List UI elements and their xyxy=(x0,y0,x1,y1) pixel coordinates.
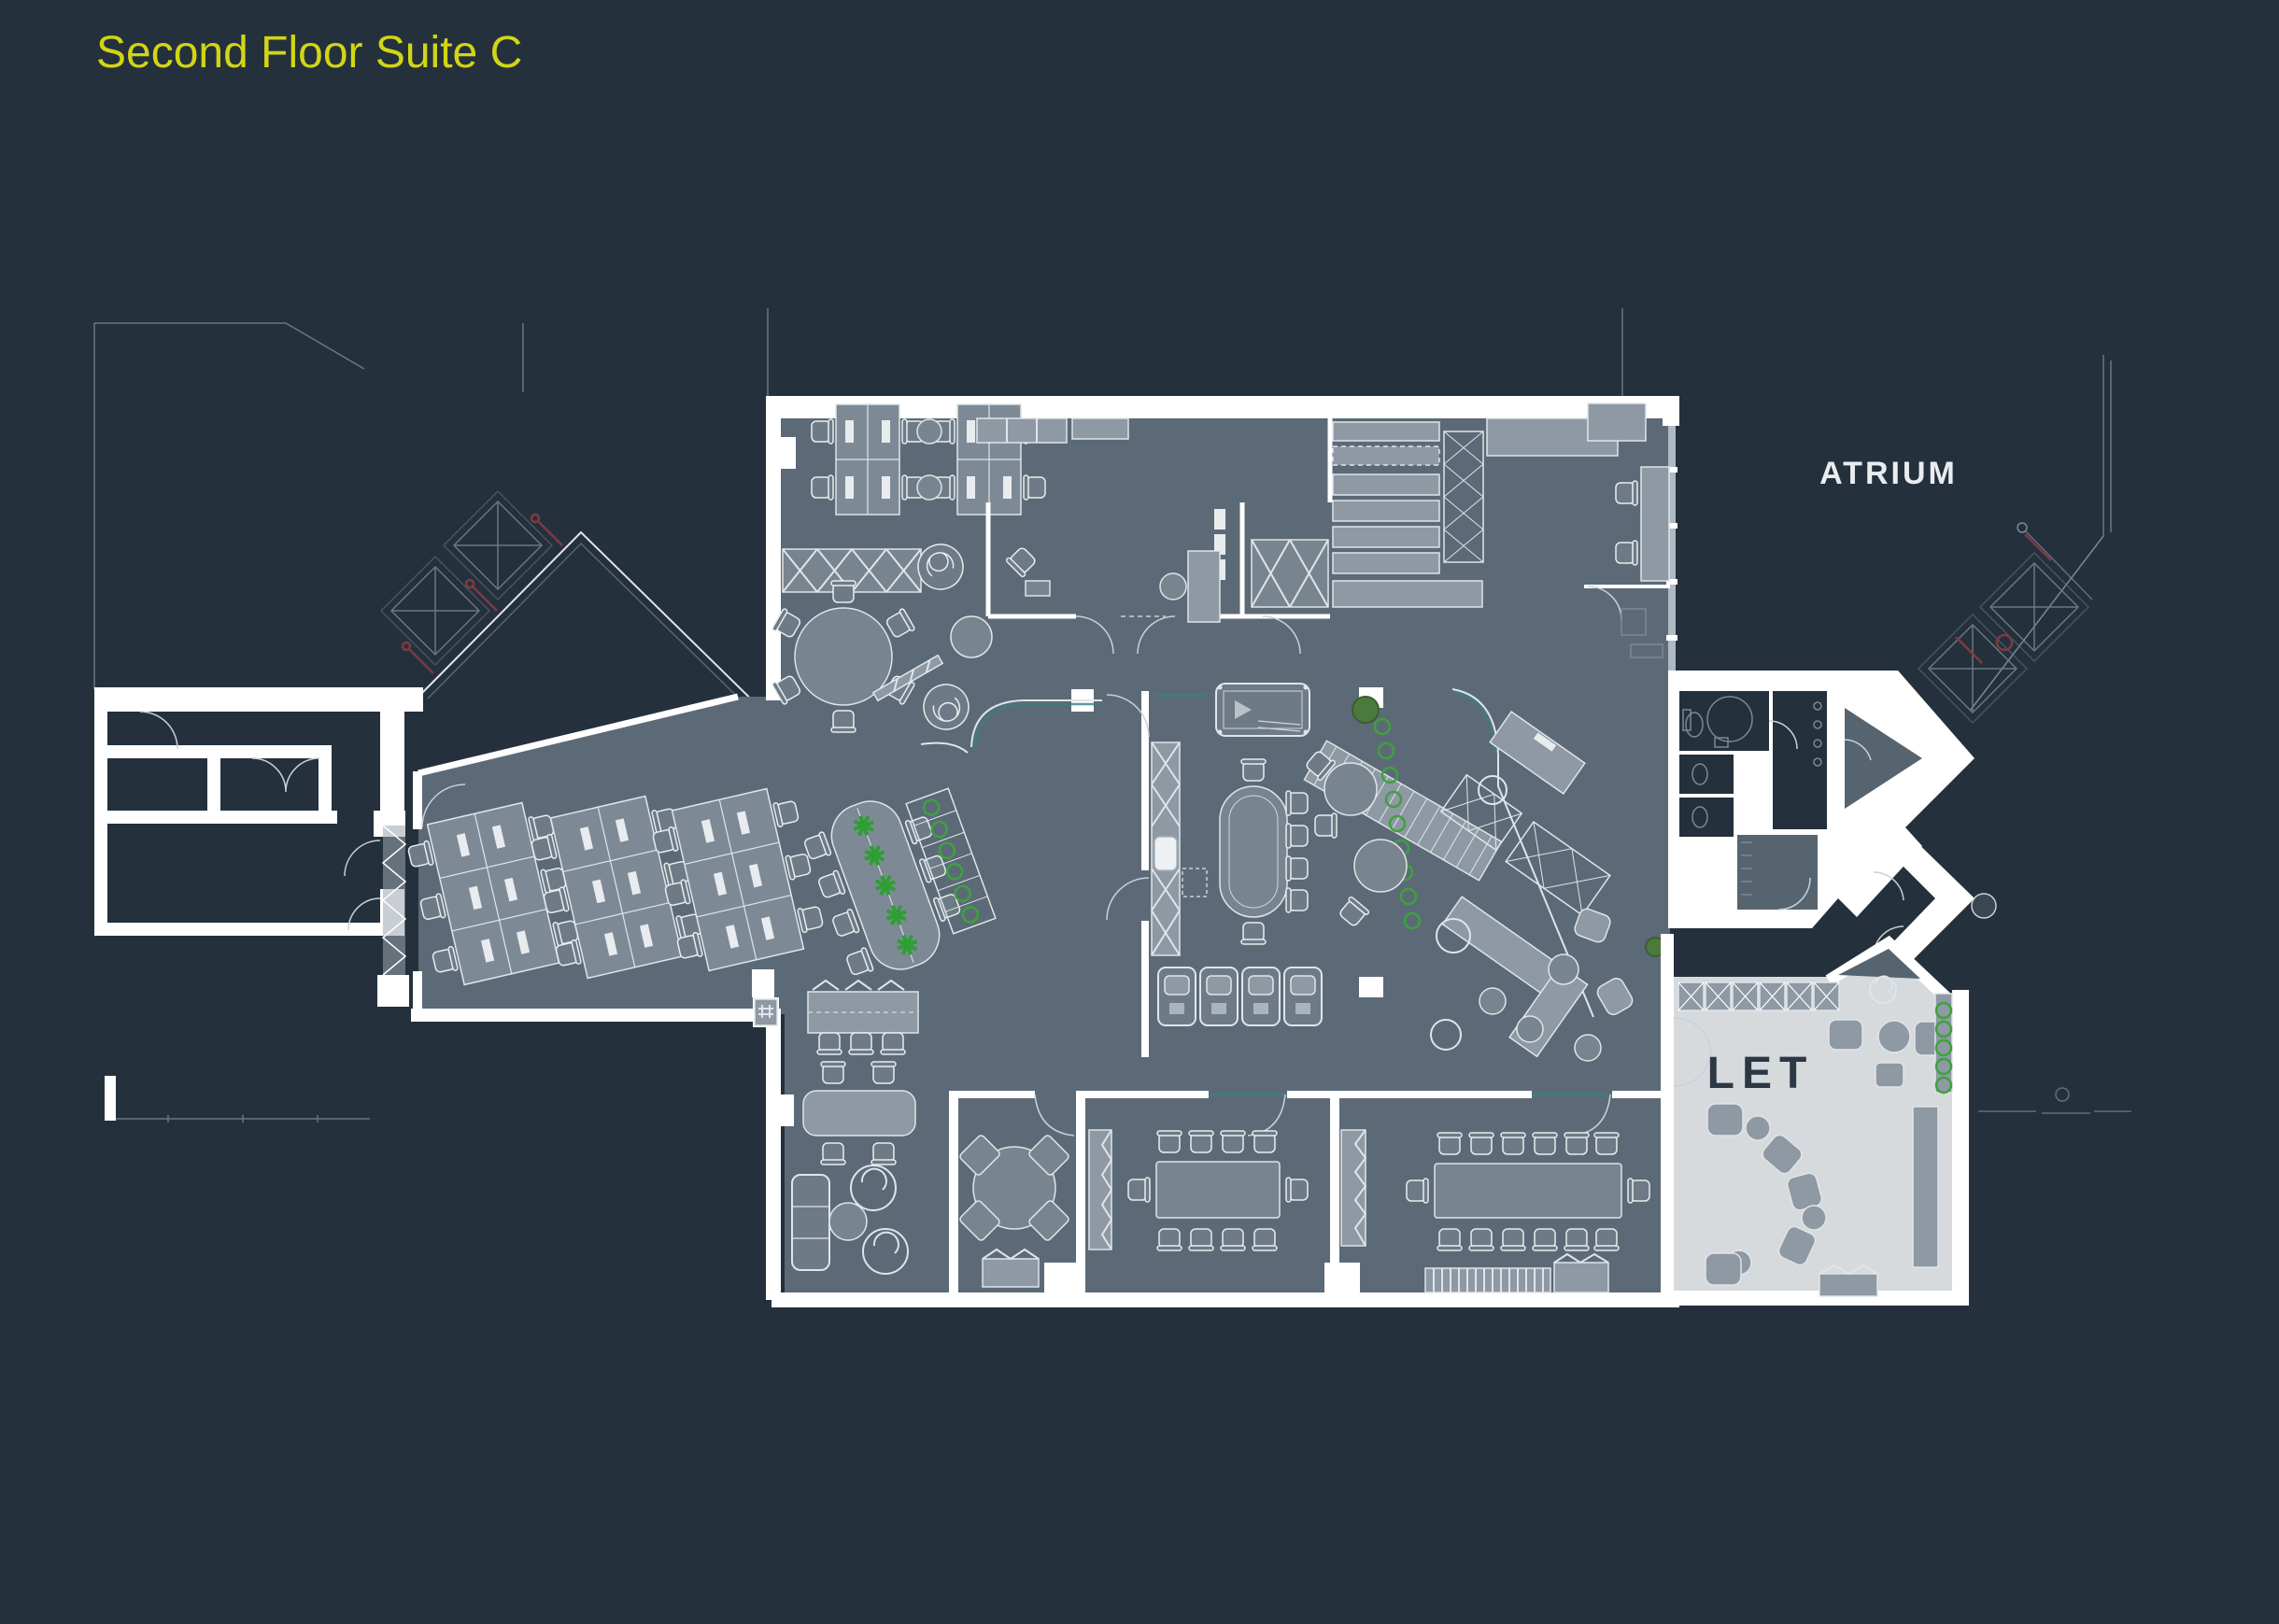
central-offices xyxy=(985,400,1333,655)
phone-booths xyxy=(1157,967,1323,1026)
meeting-rooms xyxy=(949,1091,1670,1300)
right-wall-benches xyxy=(1584,402,1670,658)
page-title: Second Floor Suite C xyxy=(96,28,522,78)
stair-plants-zone xyxy=(1303,696,1503,930)
storage-shelving xyxy=(976,417,1619,608)
adjacent-rooms-left xyxy=(94,687,423,936)
consult-lounge-zone xyxy=(1430,688,1634,1062)
let-suite: LET xyxy=(1661,934,1969,1306)
elevator-core-left xyxy=(380,490,774,727)
main-open-plan-nw xyxy=(771,404,1045,737)
elevator-core-right xyxy=(1918,522,2093,724)
atrium-label: ATRIUM xyxy=(1819,456,1958,491)
labels: Second Floor Suite C ATRIUM xyxy=(96,28,1958,491)
left-wing-open-plan xyxy=(377,693,997,1022)
site-boundary xyxy=(93,308,2131,1123)
wc-core xyxy=(1645,671,1997,967)
let-label: LET xyxy=(1707,1049,1815,1098)
south-tables-lounge xyxy=(753,979,919,1275)
games-kitchen-zone xyxy=(920,683,1310,1057)
main-floor-slab xyxy=(418,400,1670,1300)
